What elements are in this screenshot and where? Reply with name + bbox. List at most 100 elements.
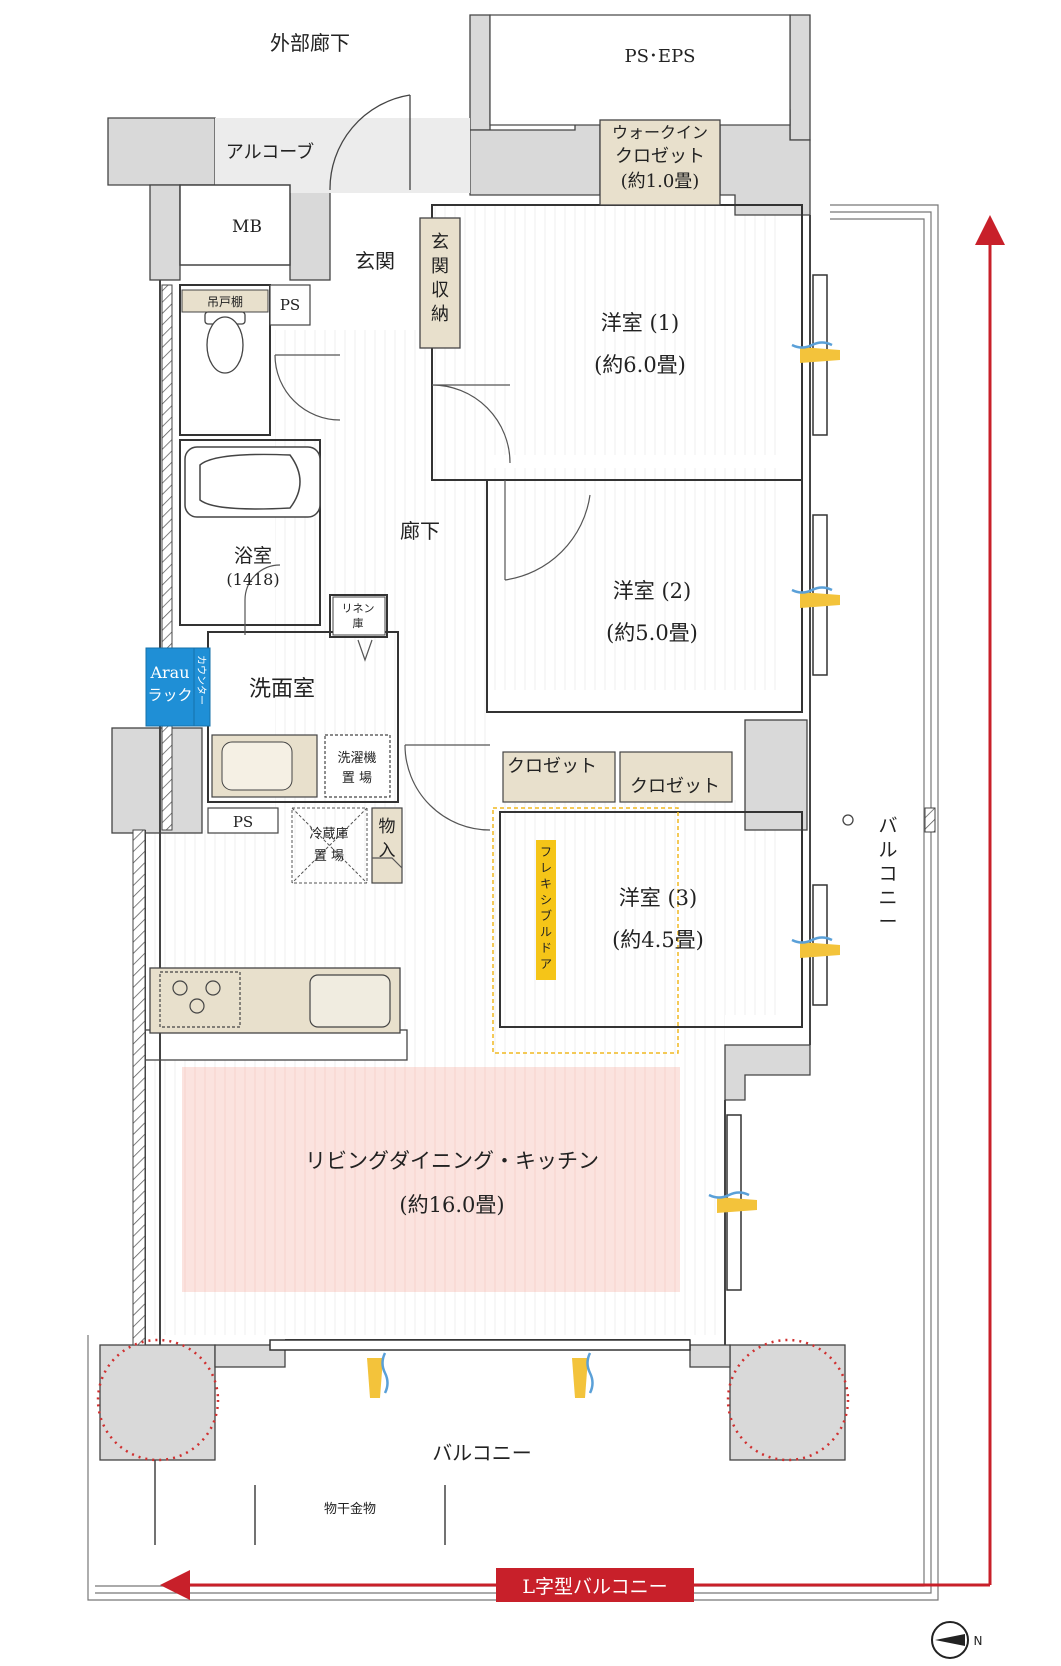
laundry-pole-label: 物干金物 [324, 1501, 376, 1517]
room2-size: (約5.0畳) [606, 621, 698, 645]
outer-corridor-label: 外部廊下 [270, 31, 350, 55]
walkin-label-2: クロゼット [615, 146, 705, 167]
balcony-vent [924, 807, 936, 833]
linen-label-1: リネン [342, 602, 375, 615]
walkin-label-1: ウォークイン [612, 123, 708, 142]
ldk-name: リビングダイニング・キッチン [305, 1149, 599, 1173]
svg-text:納: 納 [431, 304, 449, 325]
north-label: N [974, 1634, 983, 1648]
ps-top-label: PS [280, 296, 300, 314]
pillar-ring-left [96, 1338, 220, 1462]
interior-doors [244, 354, 591, 869]
fridge-label-1: 冷蔵庫 [309, 827, 348, 842]
svg-text:入: 入 [379, 841, 396, 861]
alcove-floor [215, 118, 470, 193]
genkan-storage-label: 玄 関 収 納 [431, 232, 449, 325]
ps-eps-box [489, 14, 791, 126]
walls [99, 14, 846, 1461]
svg-text:フ: フ [540, 845, 552, 859]
lower-left-wall-hatch [132, 829, 146, 1346]
entrance-door [329, 94, 411, 191]
alcove-label: アルコーブ [226, 141, 314, 163]
toilet-icon [204, 311, 246, 374]
washer-label-2: 置 場 [342, 771, 372, 786]
laundry-poles [154, 1460, 446, 1545]
svg-text:物: 物 [379, 817, 396, 837]
stove-icon [159, 971, 241, 1028]
closet-a [502, 751, 616, 803]
room3-size: (約4.5畳) [612, 928, 704, 952]
flexible-door-label: フ レ キ シ ブ ル ド ア [540, 845, 552, 971]
arau-label-1: Arau [149, 663, 189, 682]
left-wall-hatch [161, 284, 173, 831]
ldk-highlight [182, 1067, 680, 1292]
balcony-side-label: バ ル コ ニ ー [878, 815, 897, 933]
room2-floor [487, 468, 777, 690]
mb-box [179, 184, 291, 266]
counter-label: カウンター [195, 655, 207, 705]
sink-icon [309, 974, 391, 1028]
genkan-label: 玄関 [355, 249, 395, 273]
room1-name: 洋室 (1) [601, 311, 679, 335]
flexible-door-label-bg [536, 840, 556, 980]
svg-text:ー: ー [878, 911, 897, 933]
walkin-label-3: (約1.0畳) [621, 171, 700, 192]
svg-text:キ: キ [540, 877, 552, 891]
svg-text:ニ: ニ [878, 887, 897, 909]
closet-a-label: クロゼット [507, 756, 597, 777]
flexible-door-outline [492, 807, 679, 1054]
arau-rack [145, 647, 195, 727]
room2-name: 洋室 (2) [613, 579, 691, 603]
hallway-label: 廊下 [400, 519, 440, 543]
svg-text:ド: ド [540, 941, 552, 955]
closet-b-label: クロゼット [630, 776, 720, 797]
storage-box [371, 807, 403, 884]
ldk-size: (約16.0畳) [399, 1193, 504, 1217]
counter-strip [193, 647, 211, 727]
l-balcony-label: L字型バルコニー [522, 1576, 667, 1598]
ldk-sliding-window [269, 1339, 691, 1351]
drain-circle [842, 814, 854, 826]
svg-text:ブ: ブ [540, 908, 552, 923]
storage-label: 物 入 [379, 817, 396, 861]
svg-text:収: 収 [431, 280, 449, 301]
svg-text:ル: ル [878, 839, 897, 861]
svg-text:コ: コ [878, 863, 897, 885]
fridge-space [291, 807, 368, 884]
svg-text:バ: バ [878, 815, 897, 837]
room3-name: 洋室 (3) [619, 886, 697, 910]
svg-text:ア: ア [540, 957, 552, 971]
bath-name: 浴室 [234, 545, 272, 567]
hanging-shelf-label: 吊戸棚 [207, 294, 243, 309]
ps-eps-label: PS･EPS [624, 46, 695, 67]
genkan-storage [419, 217, 461, 349]
linen-closet [332, 596, 386, 636]
ps-mid-box [207, 807, 279, 834]
mb-label: MB [232, 217, 262, 237]
room1-size: (約6.0畳) [594, 353, 686, 377]
arau-label-2: ラック [147, 686, 192, 704]
bathtub-icon [184, 446, 321, 518]
washroom-label: 洗面室 [249, 677, 315, 702]
ps-top-box [269, 284, 311, 326]
linen-label-2: 庫 [353, 616, 364, 630]
pillar-ring-right [726, 1338, 850, 1462]
washer-space [324, 734, 391, 798]
window-airflow-icon [367, 341, 840, 1398]
svg-text:玄: 玄 [431, 232, 449, 253]
vanity-sink-icon [221, 741, 293, 791]
svg-text:ル: ル [540, 925, 552, 939]
svg-text:レ: レ [540, 861, 552, 875]
ps-mid-label: PS [233, 813, 253, 831]
walkin-closet [599, 119, 721, 206]
closet-b [619, 751, 733, 803]
svg-text:関: 関 [431, 256, 449, 277]
bath-size: (1418) [226, 570, 279, 589]
washer-label-1: 洗濯機 [337, 751, 376, 766]
north-compass-icon [931, 1621, 969, 1659]
balcony-bottom-label: バルコニー [432, 1441, 532, 1465]
svg-text:シ: シ [540, 893, 552, 907]
l-balcony-label-bg [496, 1568, 694, 1602]
fridge-label-2: 置 場 [314, 849, 344, 864]
